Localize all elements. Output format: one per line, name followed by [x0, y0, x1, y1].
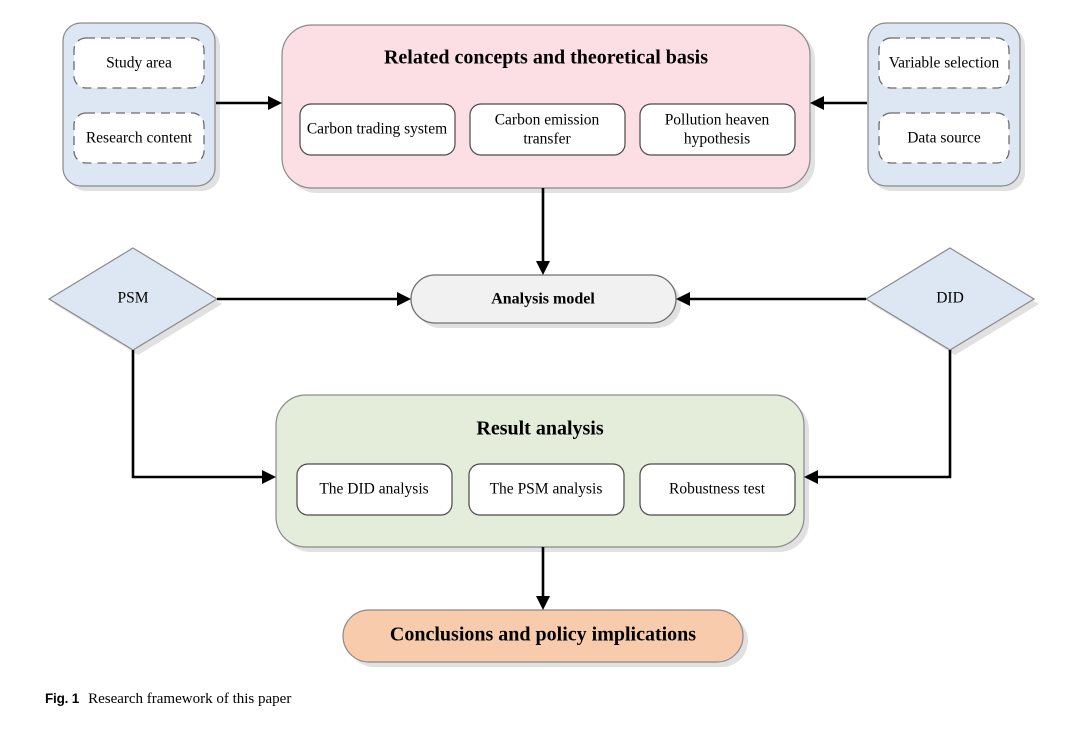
node-conclusions: Conclusions and policy implications — [342, 609, 748, 667]
did-label: DID — [936, 290, 964, 307]
study-area-label: Study area — [106, 55, 172, 72]
group-inputs-right: Variable selection Data source — [867, 22, 1025, 191]
arrowhead-did-to-analysis-model — [676, 292, 690, 306]
robustness-test-label: Robustness test — [669, 481, 766, 498]
arrowhead-concepts-to-analysis-model — [536, 261, 550, 275]
edge-psm-to-results — [131, 350, 266, 479]
psm-label: PSM — [117, 290, 148, 307]
did-analysis-label: The DID analysis — [319, 481, 428, 498]
figure-caption: Fig. 1 Research framework of this paper — [45, 690, 291, 708]
arrowhead-did-to-results — [804, 470, 818, 484]
carbon-trading-system-box[interactable] — [299, 103, 456, 156]
node-analysis-model: Analysis model — [410, 274, 681, 328]
research-content-label: Research content — [86, 130, 193, 147]
arrowhead-inputs-right-to-concepts — [810, 96, 824, 110]
study-area-box[interactable] — [73, 37, 205, 89]
carbon-trading-system-label: Carbon trading system — [307, 121, 447, 138]
data-source-label: Data source — [907, 130, 981, 147]
variable-selection-box[interactable] — [878, 37, 1010, 89]
did-analysis-box[interactable] — [296, 463, 453, 516]
analysis-model-label: Analysis model — [491, 291, 595, 308]
connectors — [131, 96, 952, 610]
group-concepts: Related concepts and theoretical basis C… — [281, 24, 815, 193]
pollution-heaven-hypothesis-box[interactable] — [639, 103, 796, 156]
group-inputs-left: Study area Research content — [62, 22, 220, 191]
arrowhead-psm-to-results — [262, 470, 276, 484]
results-title: Result analysis — [476, 418, 603, 440]
variable-selection-label: Variable selection — [889, 55, 1000, 72]
arrowhead-inputs-left-to-concepts — [268, 96, 282, 110]
psm-analysis-label: The PSM analysis — [490, 481, 603, 498]
conclusions-label: Conclusions and policy implications — [390, 624, 696, 646]
data-source-box[interactable] — [878, 112, 1010, 164]
node-did: DID — [864, 247, 1039, 355]
carbon-emission-transfer-label-line2: transfer — [523, 131, 571, 148]
concepts-title: Related concepts and theoretical basis — [384, 47, 708, 69]
research-content-box[interactable] — [73, 112, 205, 164]
carbon-emission-transfer-label-line1: Carbon emission — [495, 112, 600, 129]
edge-did-to-results — [814, 350, 952, 479]
robustness-test-box[interactable] — [639, 463, 796, 516]
group-results: Result analysis The DID analysis The PSM… — [275, 394, 809, 552]
figure-caption-text: Research framework of this paper — [88, 691, 292, 707]
figure-caption-label: Fig. 1 — [45, 691, 80, 706]
node-psm: PSM — [47, 247, 222, 355]
carbon-emission-transfer-box[interactable] — [469, 103, 626, 156]
pollution-heaven-hypothesis-label-line1: Pollution heaven — [665, 112, 770, 129]
psm-analysis-box[interactable] — [468, 463, 625, 516]
arrowhead-results-to-conclusions — [536, 596, 550, 610]
pollution-heaven-hypothesis-label-line2: hypothesis — [684, 131, 750, 148]
arrowhead-psm-to-analysis-model — [397, 292, 411, 306]
